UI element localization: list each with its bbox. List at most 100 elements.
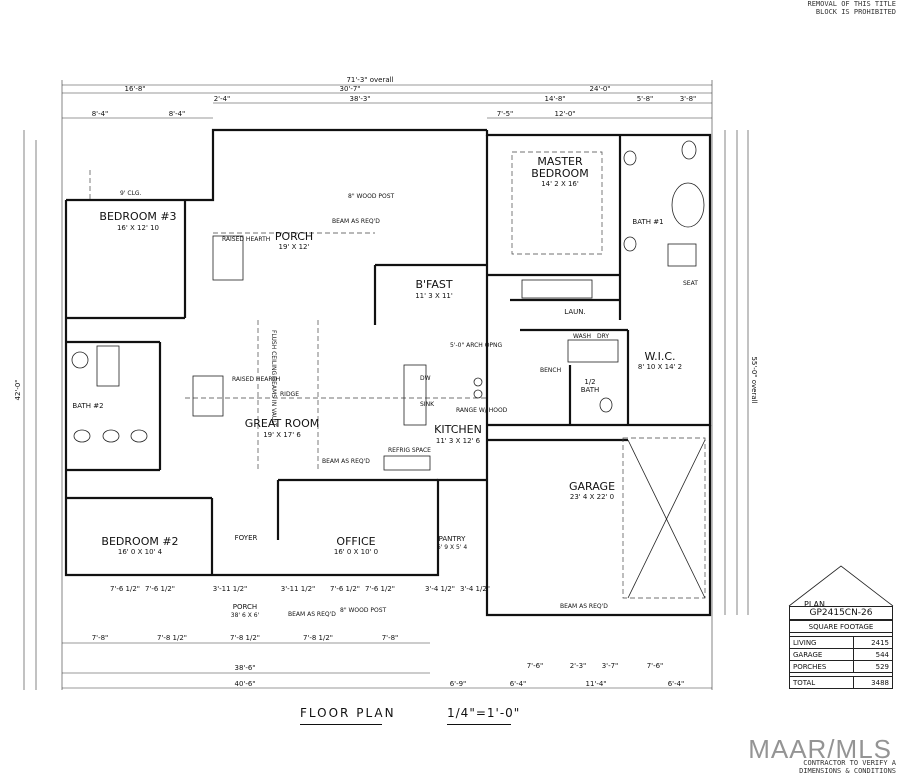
sqft-label: PORCHES (789, 660, 854, 673)
dim-top-7: 5'-8" (637, 95, 654, 103)
pantry-label: PANTRY (439, 535, 466, 543)
bedroom3-label: BEDROOM #3 (99, 210, 176, 223)
dim-top-3: 24'-0" (589, 85, 610, 93)
dim-porch-5: 7'-8" (382, 634, 399, 642)
note-wood-post: 8" WOOD POST (348, 193, 395, 200)
dim-garage-4: 7'-6" (647, 662, 664, 670)
dim-bottom-2: 40'-6" (234, 680, 255, 688)
sqft-title: SQUARE FOOTAGE (789, 620, 893, 633)
dim-top-5: 38'-3" (349, 95, 370, 103)
sqft-label: LIVING (789, 636, 854, 649)
dim-garage-2: 2'-3" (570, 662, 587, 670)
wic-size: 8' 10 X 14' 2 (638, 363, 682, 371)
note-beam-1: BEAM AS REQ'D (332, 218, 380, 225)
sqft-value: 544 (852, 648, 894, 661)
dim-garage-1: 7'-6" (527, 662, 544, 670)
dim-bottom-5: 11'-4" (585, 680, 606, 688)
note-beam-4: BEAM AS REQ'D (560, 603, 608, 610)
front-porch-label: PORCH (233, 603, 257, 611)
note-beam-3: BEAM AS REQ'D (288, 611, 336, 618)
dim-top-4: 2'-4" (214, 95, 231, 103)
contractor-note: CONTRACTOR TO VERIFY A DIMENSIONS & COND… (799, 759, 896, 775)
plan-code: GP2415CN-26 (789, 606, 893, 620)
note-dryer: DRY (597, 333, 609, 340)
dim-top-1: 16'-8" (124, 85, 145, 93)
bfast-label: B'FAST (415, 278, 452, 291)
dim-bottom-3: 6'-9" (450, 680, 467, 688)
room-labels: MASTER BEDROOM 14' 2 X 16' BEDROOM #3 16… (72, 155, 682, 619)
dim-top-9: 8'-4" (92, 110, 109, 118)
note-arch: 5'-0" ARCH OPNG (450, 342, 503, 349)
dim-overall-top: 71'-3" overall (346, 76, 393, 84)
bfast-size: 11' 3 X 11' (415, 292, 453, 300)
sqft-label: TOTAL (789, 676, 854, 689)
dim-top-2: 30'-7" (339, 85, 360, 93)
note-range: RANGE W/ HOOD (456, 407, 508, 414)
office-size: 16' 0 X 10' 0 (334, 548, 378, 556)
sqft-row-garage: GARAGE 544 (789, 648, 894, 661)
sqft-row-porches: PORCHES 529 (789, 660, 894, 673)
back-porch-size: 19' X 12' (279, 243, 310, 251)
dim-bottom-1: 38'-6" (234, 664, 255, 672)
note-beam-2: BEAM AS REQ'D (322, 458, 370, 465)
dim-front-7: 3'-4 1/2" (425, 585, 455, 593)
master-bedroom-label: MASTER (537, 155, 583, 168)
note-ceiling: 9' CLG. (120, 190, 142, 197)
plan-badge-triangle (788, 565, 894, 607)
garage-size: 23' 4 X 22' 0 (570, 493, 614, 501)
note-washer: WASH (573, 333, 591, 340)
bedroom2-size: 16' 0 X 10' 4 (118, 548, 163, 556)
bedroom2-label: BEDROOM #2 (101, 535, 178, 548)
laundry-label: LAUN. (564, 308, 585, 316)
bedroom3-size: 16' X 12' 10 (117, 224, 159, 232)
dim-overall-right: 55'-0" overall (750, 356, 758, 403)
dim-top-11: 7'-5" (497, 110, 514, 118)
note-vault: FLUSH CEILING BEAMS IN VAULT (270, 330, 277, 427)
note-raised-hearth: RAISED HEARTH (222, 236, 270, 243)
note-raised-hearth-2: RAISED HEARTH (232, 376, 280, 383)
sqft-row-living: LIVING 2415 (789, 636, 894, 649)
dashed-lines (89, 151, 706, 599)
sqft-row-total: TOTAL 3488 (789, 676, 894, 689)
dimension-lines (23, 80, 749, 690)
half-bath-label-2: BATH (581, 386, 600, 394)
contractor-note-line-2: DIMENSIONS & CONDITIONS (799, 767, 896, 775)
dim-porch-3: 7'-8 1/2" (230, 634, 260, 642)
dim-bottom-6: 6'-4" (668, 680, 685, 688)
copyright-note: REMOVAL OF THIS TITLE BLOCK IS PROHIBITE… (807, 0, 896, 16)
note-bench: BENCH (540, 367, 561, 374)
master-bedroom-label-2: BEDROOM (531, 167, 588, 180)
annotations: BEAM AS REQ'D BEAM AS REQ'D BEAM AS REQ'… (120, 190, 698, 618)
foyer-label: FOYER (235, 534, 258, 542)
dim-top-10: 8'-4" (169, 110, 186, 118)
note-dishwasher: DW (420, 375, 431, 382)
note-sink: SINK (420, 401, 435, 408)
title-underline (300, 724, 382, 725)
dim-porch-2: 7'-8 1/2" (157, 634, 187, 642)
wic-label: W.I.C. (644, 350, 675, 363)
sqft-value: 2415 (852, 636, 894, 649)
sqft-label: GARAGE (789, 648, 854, 661)
note-refrigerator: REFRIG SPACE (388, 447, 431, 454)
half-bath-label: 1/2 (584, 378, 595, 386)
kitchen-size: 11' 3 X 12' 6 (436, 437, 481, 445)
copyright-line-1: REMOVAL OF THIS TITLE (807, 0, 896, 8)
note-seat: SEAT (683, 280, 698, 287)
dim-porch-1: 7'-8" (92, 634, 109, 642)
pantry-size: 6' 9 X 5' 4 (437, 544, 467, 551)
kitchen-label: KITCHEN (434, 423, 482, 436)
dim-porch-4: 7'-8 1/2" (303, 634, 333, 642)
dim-front-6: 7'-6 1/2" (365, 585, 395, 593)
sqft-value: 3488 (852, 676, 894, 689)
office-label: OFFICE (336, 535, 375, 548)
garage-label: GARAGE (569, 480, 615, 493)
dim-top-12: 12'-0" (554, 110, 575, 118)
bath2-label: BATH #2 (72, 402, 103, 410)
dim-front-8: 3'-4 1/2" (460, 585, 490, 593)
dim-overall-left: 42'-0" (14, 379, 22, 400)
great-room-label: GREAT ROOM (245, 417, 319, 430)
bath1-label: BATH #1 (632, 218, 663, 226)
dim-top-6: 14'-8" (544, 95, 565, 103)
drawing-scale: 1/4"=1'-0" (447, 706, 521, 720)
back-porch-label: PORCH (275, 230, 313, 243)
